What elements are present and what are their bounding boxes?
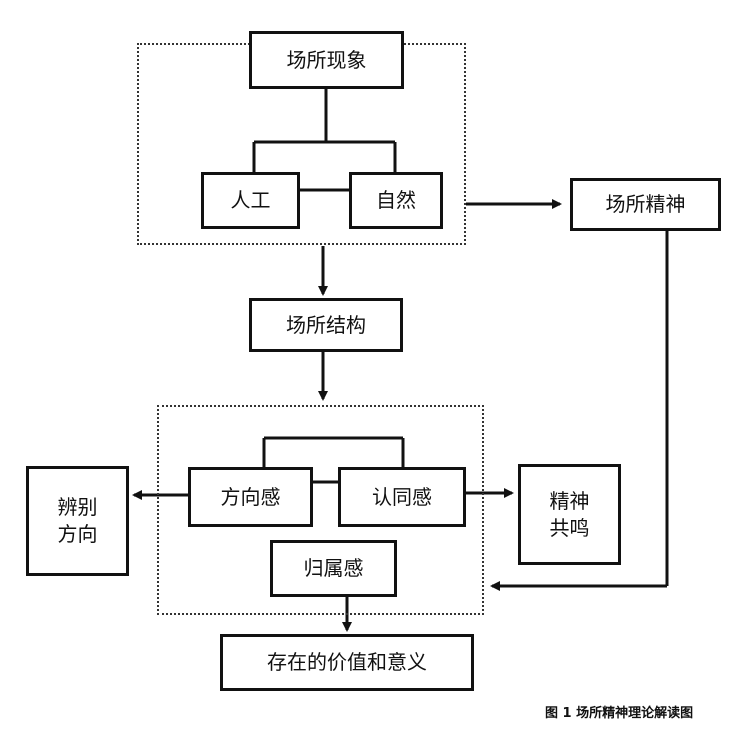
node-sense-of-direction: 方向感 bbox=[188, 467, 313, 527]
node-natural: 自然 bbox=[349, 172, 443, 229]
senses-group bbox=[157, 405, 484, 615]
figure-caption: 图 1 场所精神理论解读图 bbox=[545, 706, 694, 721]
node-artificial: 人工 bbox=[201, 172, 300, 229]
node-sense-of-belonging: 归属感 bbox=[270, 540, 397, 597]
node-place-spirit: 场所精神 bbox=[570, 178, 721, 231]
node-value-and-meaning: 存在的价值和意义 bbox=[220, 634, 474, 691]
node-place-structure: 场所结构 bbox=[249, 298, 403, 352]
node-place-phenomenon: 场所现象 bbox=[249, 31, 404, 89]
node-distinguish-direction: 辨别 方向 bbox=[26, 466, 129, 576]
node-spiritual-resonance: 精神 共鸣 bbox=[518, 464, 621, 565]
node-sense-of-identity: 认同感 bbox=[338, 467, 466, 527]
